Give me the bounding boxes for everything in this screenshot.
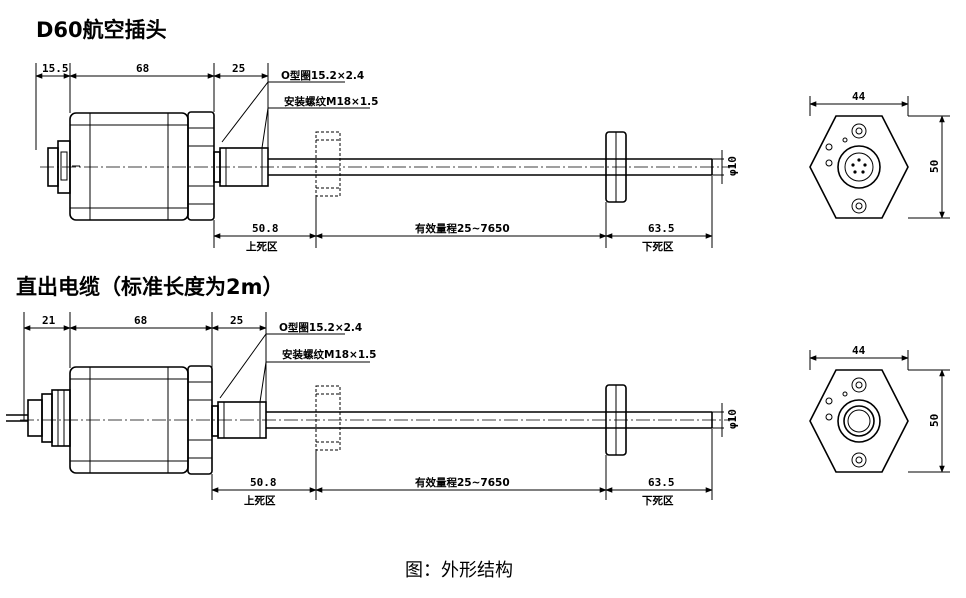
bottom-dead-lower-label: 下死区: [642, 495, 674, 507]
bottom-dims: 21 68 25: [23, 312, 267, 420]
bottom-dead-upper-label: 上死区: [244, 494, 276, 507]
top-dim-body: 68: [136, 62, 149, 75]
top-dim-left: 15.5: [42, 62, 69, 75]
top-sensor-body: [47, 111, 269, 221]
bottom-dim-body: 68: [134, 314, 147, 327]
top-end-view: 44 50: [809, 90, 950, 219]
top-dead-upper-dim: 50.8: [252, 222, 279, 235]
bottom-end-view: 44 50: [809, 344, 950, 473]
bottom-section: 直出电缆（标准长度为2m） 21 68 25 O型圈15.2×2.4 安装螺纹M…: [6, 275, 950, 507]
bottom-notes: O型圈15.2×2.4 安装螺纹M18×1.5: [219, 321, 376, 403]
top-dead-lower-dim: 63.5: [648, 222, 675, 235]
bottom-end-height: 50: [928, 414, 941, 427]
top-end-width: 44: [852, 90, 866, 103]
top-oring-note: O型圈15.2×2.4: [281, 69, 364, 82]
bottom-rod: φ10: [20, 384, 739, 456]
top-rod-dia: φ10: [726, 156, 739, 176]
bottom-end-width: 44: [852, 344, 866, 357]
top-effective-range: 有效量程25~7650: [415, 222, 510, 235]
top-bottom-dims: 50.8 上死区 有效量程25~7650 63.5 下死区: [213, 176, 713, 253]
bottom-title: 直出电缆（标准长度为2m）: [16, 275, 284, 299]
top-end-height: 50: [928, 160, 941, 173]
bottom-dim-nut: 25: [230, 314, 243, 327]
bottom-oring-note: O型圈15.2×2.4: [279, 321, 362, 334]
bottom-dim-left: 21: [42, 314, 56, 327]
top-dead-lower-label: 下死区: [642, 241, 674, 253]
figure-caption: 图：外形结构: [405, 560, 513, 581]
bottom-thread-note: 安装螺纹M18×1.5: [282, 348, 376, 361]
bottom-dead-lower-dim: 63.5: [648, 476, 675, 489]
top-title: D60航空插头: [36, 18, 167, 42]
bottom-rod-dia: φ10: [726, 409, 739, 429]
bottom-dead-upper-dim: 50.8: [250, 476, 277, 489]
top-dim-nut: 25: [232, 62, 245, 75]
top-notes: O型圈15.2×2.4 安装螺纹M18×1.5: [221, 69, 378, 149]
bottom-bottom-dims: 50.8 上死区 有效量程25~7650 63.5 下死区: [211, 429, 713, 507]
top-section: D60航空插头 15.5 68 25 O型圈15.2×2.4 安装螺纹M18×1…: [35, 18, 950, 253]
top-dead-upper-label: 上死区: [246, 240, 278, 253]
top-thread-note: 安装螺纹M18×1.5: [284, 95, 378, 108]
top-rod: φ10: [40, 131, 739, 203]
bottom-effective-range: 有效量程25~7650: [415, 476, 510, 489]
top-dims: 15.5 68 25: [35, 62, 269, 150]
